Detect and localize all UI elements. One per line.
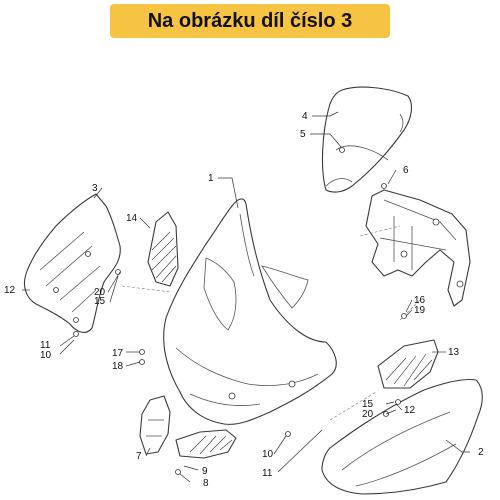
leader-lines <box>22 111 470 483</box>
assembly-lines <box>121 225 421 421</box>
callout-4: 4 <box>302 111 308 122</box>
callout-19: 19 <box>414 305 426 316</box>
callout-6: 6 <box>403 165 409 176</box>
side-fairing <box>23 193 121 333</box>
callout-labels: 1 2 3 4 5 6 7 8 9 10 10 11 11 12 12 13 1… <box>4 111 484 489</box>
title-banner: Na obrázku díl číslo 3 <box>110 4 390 38</box>
lower-side-fairing <box>321 378 483 495</box>
callout-20-right: 20 <box>362 409 374 420</box>
callout-7: 7 <box>136 451 142 462</box>
callout-15-left: 15 <box>94 296 106 307</box>
callout-16: 16 <box>414 295 426 306</box>
callout-15-right: 15 <box>362 399 374 410</box>
banner-text: Na obrázku díl číslo 3 <box>147 9 353 32</box>
vent-grille-right <box>377 339 439 389</box>
vent-grille-left <box>147 211 179 287</box>
callout-11-right: 11 <box>262 468 273 479</box>
callout-12-right: 12 <box>404 405 416 416</box>
callout-13: 13 <box>448 347 460 358</box>
callout-3: 3 <box>92 183 98 194</box>
callout-17: 17 <box>112 348 124 359</box>
callout-20-left: 20 <box>94 287 106 298</box>
callout-8: 8 <box>203 478 209 489</box>
callout-10-left: 10 <box>40 350 52 361</box>
callout-14: 14 <box>126 213 138 224</box>
lower-bracket <box>139 395 171 455</box>
callout-11-left: 11 <box>40 340 51 351</box>
callout-2: 2 <box>478 447 484 458</box>
lower-vent <box>175 429 237 459</box>
callout-18: 18 <box>112 361 124 372</box>
callout-1: 1 <box>208 173 214 184</box>
callout-9: 9 <box>202 466 208 477</box>
callout-12-left: 12 <box>4 285 16 296</box>
callout-5: 5 <box>300 129 306 140</box>
front-fairing <box>163 198 337 425</box>
windscreen <box>321 86 413 193</box>
frame-bracket <box>365 189 471 307</box>
callout-10-right: 10 <box>262 449 274 460</box>
